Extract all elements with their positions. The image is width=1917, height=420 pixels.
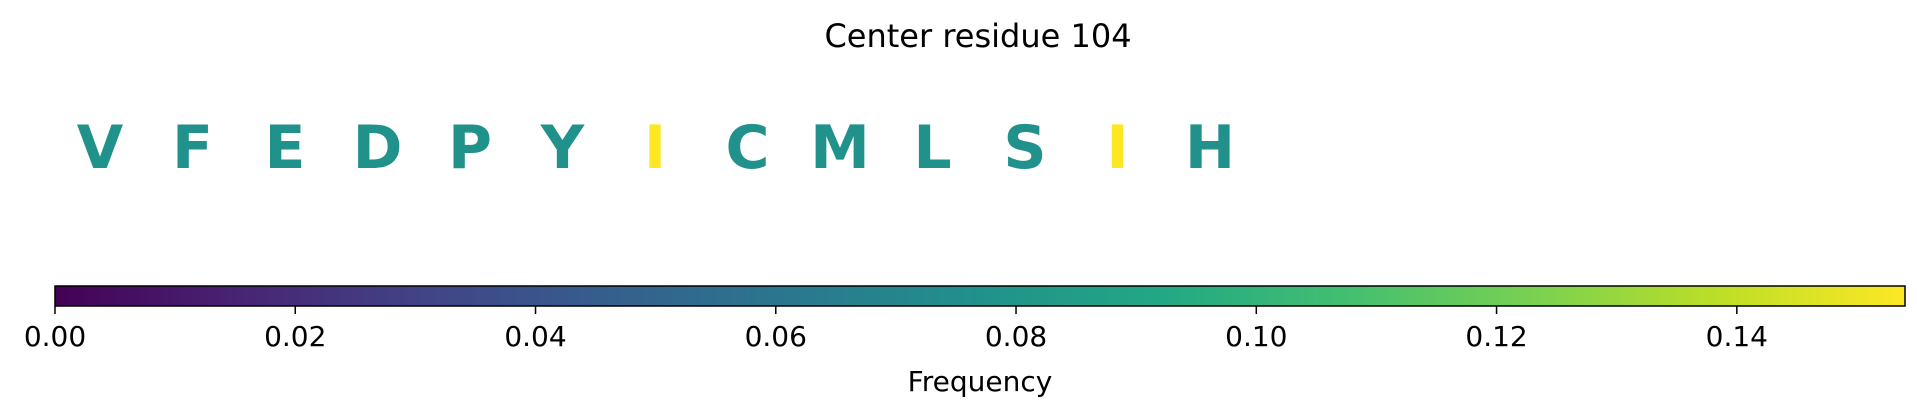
residue-letter: P: [448, 113, 492, 183]
colorbar-tick-label: 0.08: [985, 320, 1047, 353]
residue-letter: I: [1106, 113, 1128, 183]
colorbar-tick-label: 0.02: [264, 320, 326, 353]
residue-letter: E: [265, 113, 306, 183]
residue-letter: H: [1185, 113, 1235, 183]
colorbar-tick-label: 0.04: [504, 320, 566, 353]
colorbar: [54, 285, 1906, 307]
colorbar-tick-label: 0.10: [1225, 320, 1287, 353]
residue-letter: D: [353, 113, 403, 183]
colorbar-label: Frequency: [908, 365, 1053, 398]
residue-letter: I: [644, 113, 666, 183]
colorbar-tick-label: 0.14: [1706, 320, 1768, 353]
residue-letter: V: [77, 113, 124, 183]
colorbar-ticks: 0.00 0.02 0.04 0.06 0.08 0.10 0.12 0.14: [24, 306, 1768, 353]
residue-letter: S: [1003, 113, 1046, 183]
residue-letter: C: [725, 113, 769, 183]
colorbar-tick-label: 0.12: [1465, 320, 1527, 353]
residue-letter: M: [810, 113, 870, 183]
colorbar-tick-label: 0.06: [745, 320, 807, 353]
residue-letter: L: [913, 113, 951, 183]
chart-title: Center residue 104: [824, 17, 1131, 55]
colorbar-tick-label: 0.00: [24, 320, 86, 353]
residue-letter: F: [172, 113, 213, 183]
residue-letter: Y: [540, 113, 586, 183]
